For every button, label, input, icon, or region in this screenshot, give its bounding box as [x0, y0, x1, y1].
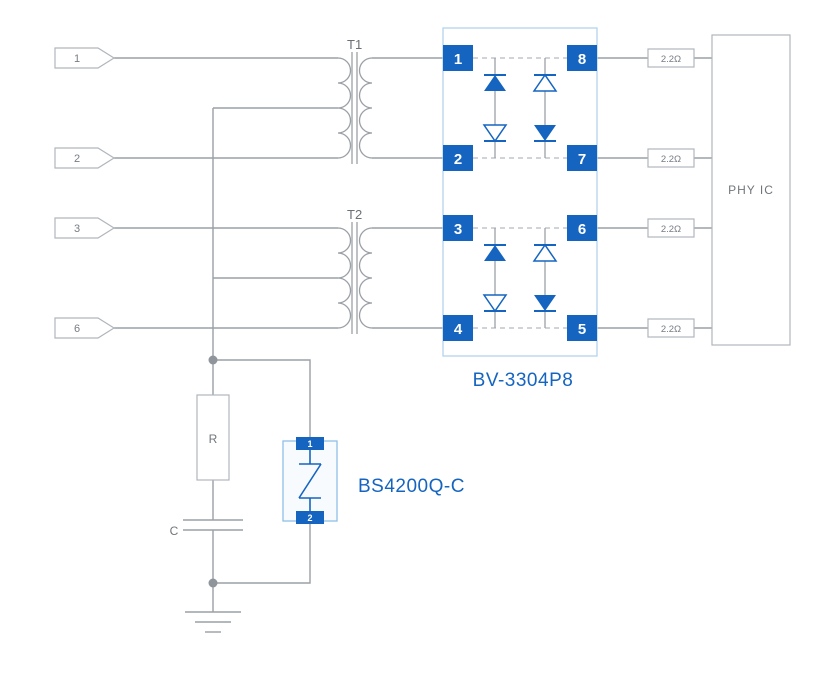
ic-pin-8	[567, 45, 597, 71]
ic-pin-4	[443, 315, 473, 341]
protection-ic-title: BV-3304P8	[473, 370, 574, 391]
ic-pin-1-label: 1	[454, 51, 462, 68]
ic-pin-2	[443, 145, 473, 171]
resistor-r-label: R	[209, 432, 218, 446]
tvs-diode-open-down-ch2	[482, 294, 508, 313]
resistor-1-value: 2.2Ω	[661, 54, 681, 65]
protection-ic: 1 2 3 4 8 7 6 5 BV-3304P8	[442, 27, 598, 391]
tvs-diode-filled-up-ch2	[484, 245, 506, 261]
t2-secondary-coil	[358, 227, 373, 329]
connector-pin3	[54, 217, 116, 239]
ic-pin-8-label: 8	[578, 51, 586, 68]
connector-pin6-label: 6	[74, 323, 80, 335]
ic-pin-3-label: 3	[454, 221, 462, 238]
t2-primary-coil	[337, 227, 352, 329]
arrester-pin-1	[296, 437, 324, 450]
connector-pin1-label: 1	[74, 53, 80, 65]
resistor-2-value: 2.2Ω	[661, 154, 681, 165]
phy-ic-label: PHY IC	[728, 183, 774, 197]
rc-network: R C	[170, 355, 243, 633]
tvs-diode-filled-down-ch1	[534, 125, 556, 141]
wires	[114, 57, 712, 612]
t1-secondary-coil	[358, 57, 373, 159]
ic-pin-5-label: 5	[578, 321, 586, 338]
wire-branch-arrester	[213, 359, 311, 441]
resistor-4-value: 2.2Ω	[661, 324, 681, 335]
resistor-1	[647, 48, 695, 68]
input-connectors: 1 2 3 6	[54, 47, 116, 339]
protection-ic-body	[442, 27, 598, 357]
series-resistors: 2.2Ω 2.2Ω 2.2Ω 2.2Ω	[647, 48, 695, 338]
resistor-4	[647, 318, 695, 338]
junction-dot-top	[208, 355, 218, 365]
tvs-diode-open-down-ch1	[482, 124, 508, 143]
ic-pin-5	[567, 315, 597, 341]
phy-ic-body	[711, 34, 791, 346]
tvs-diode-open-up-ch1	[532, 73, 558, 92]
resistor-3-value: 2.2Ω	[661, 224, 681, 235]
tvs-diode-filled-down-ch2	[534, 295, 556, 311]
phy-ic: PHY IC	[711, 34, 791, 346]
transformer-t1-label: T1	[347, 37, 362, 52]
arrester-symbol-diagonal	[298, 463, 322, 499]
ic-pin-4-label: 4	[454, 321, 463, 338]
arrester-pin-1-label: 1	[307, 439, 312, 449]
capacitor-c-label: C	[170, 524, 179, 538]
ic-pin-7-label: 7	[578, 151, 586, 168]
arrester-pin-2-label: 2	[307, 513, 312, 523]
resistor-3	[647, 218, 695, 238]
t1-primary-coil	[337, 57, 352, 159]
ic-pin-2-label: 2	[454, 151, 462, 168]
ic-pin-6-label: 6	[578, 221, 586, 238]
resistor-r-body	[196, 394, 230, 481]
ic-pin-1	[443, 45, 473, 71]
wire-arrester-return	[213, 521, 311, 584]
connector-pin6	[54, 317, 116, 339]
transformer-t1: T1	[337, 37, 373, 164]
surge-arrester: 1 2 BS4200Q-C	[282, 437, 465, 524]
connector-pin1	[54, 47, 116, 69]
connector-pin2-label: 2	[74, 153, 80, 165]
junction-dot-bottom	[208, 578, 218, 588]
ic-pin-6	[567, 215, 597, 241]
ic-pin-7	[567, 145, 597, 171]
tvs-diode-open-up-ch2	[532, 243, 558, 262]
transformer-t2: T2	[337, 207, 373, 334]
resistor-2	[647, 148, 695, 168]
tvs-diode-filled-up-ch1	[484, 75, 506, 91]
ic-pin-3	[443, 215, 473, 241]
arrester-title: BS4200Q-C	[358, 476, 465, 497]
connector-pin2	[54, 147, 116, 169]
connector-pin3-label: 3	[74, 223, 80, 235]
transformer-t2-label: T2	[347, 207, 362, 222]
arrester-pin-2	[296, 511, 324, 524]
